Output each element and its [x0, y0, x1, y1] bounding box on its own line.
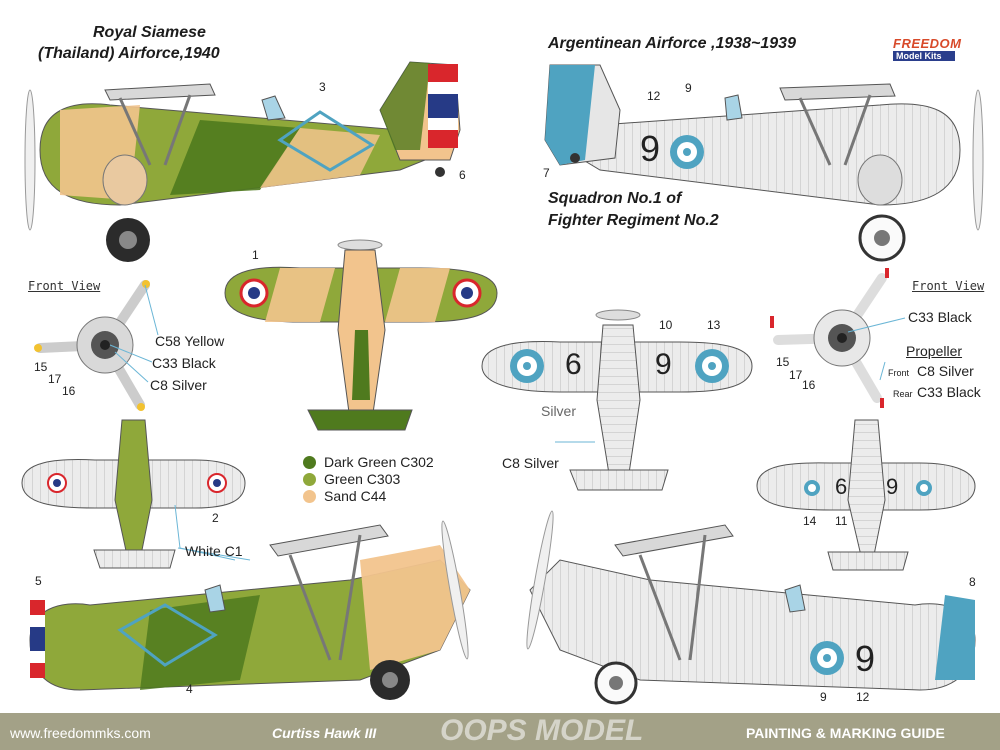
argentine-title: Argentinean Airforce ,1938~1939 — [548, 35, 796, 52]
legend-item-sand: Sand C44 — [303, 488, 386, 504]
propeller-label: Propeller — [906, 343, 963, 359]
marker-number: 11 — [835, 514, 848, 528]
callout-white-c1: White C1 — [185, 543, 243, 559]
aircraft-code-side-2: 9 — [855, 638, 876, 679]
thai-side-view-bottom — [29, 520, 471, 700]
marker-number: 1 — [252, 248, 259, 262]
callout-silver-partial: Silver — [541, 403, 577, 419]
callout-c8-silver: C8 Silver — [150, 377, 207, 393]
front-word: Front — [888, 368, 910, 378]
marker-number: 14 — [803, 514, 817, 528]
thai-title-line1: Royal Siamese — [93, 24, 206, 41]
marker-number: 5 — [35, 574, 42, 588]
logo-subtext: Model Kits — [893, 51, 955, 61]
argentine-front-view — [770, 268, 906, 408]
footer-website[interactable]: www.freedommks.com — [10, 725, 151, 741]
footer-watermark: OOPS MODEL — [440, 714, 644, 747]
rear-word: Rear — [893, 389, 913, 399]
marker-number: 16 — [802, 378, 816, 392]
marker-number: 9 — [820, 690, 827, 704]
footer-bar — [0, 713, 1000, 750]
argentine-side-view-bottom — [526, 510, 976, 705]
marker-number: 17 — [789, 368, 803, 382]
callout-c33-black-right: C33 Black — [908, 309, 972, 325]
aircraft-code-bottom-2: 9 — [886, 474, 899, 499]
callout-c33-black: C33 Black — [152, 355, 216, 371]
legend-item-dark-green: Dark Green C302 — [303, 454, 434, 470]
thai-title-line2: (Thailand) Airforce,1940 — [38, 45, 220, 62]
marker-number: 13 — [707, 318, 721, 332]
argentine-subtitle-line1: Squadron No.1 of — [548, 190, 682, 207]
thai-bottom-view — [21, 419, 246, 569]
marker-number: 8 — [969, 575, 976, 589]
white-callout-line — [177, 547, 251, 561]
front-view-label-left: Front View — [28, 279, 101, 293]
marker-number: 6 — [459, 168, 466, 182]
propeller-rear-color: C33 Black — [917, 384, 981, 400]
legend-item-green: Green C303 — [303, 471, 400, 487]
argentine-side-view-top — [544, 64, 984, 262]
aircraft-code-top-2: 9 — [655, 348, 672, 381]
marker-number: 4 — [186, 682, 193, 696]
marker-number: 15 — [776, 355, 790, 369]
marker-number: 10 — [659, 318, 673, 332]
thai-front-view — [34, 280, 159, 411]
freedom-logo: FREEDOM Model Kits — [893, 36, 962, 63]
marker-number: 12 — [856, 690, 870, 704]
footer-guide-title: PAINTING & MARKING GUIDE — [746, 725, 945, 741]
logo-text: FREEDOM — [893, 36, 962, 51]
aircraft-code-top-1: 6 — [565, 348, 582, 381]
argentine-bottom-view — [756, 419, 976, 571]
argentine-subtitle-line2: Fighter Regiment No.2 — [548, 212, 719, 229]
thai-top-view — [224, 239, 498, 431]
argentine-top-view — [481, 309, 753, 491]
legend-swatch — [303, 455, 316, 469]
marker-number: 17 — [48, 372, 62, 386]
legend-swatch — [303, 472, 316, 486]
propeller-front-color: C8 Silver — [917, 363, 974, 379]
marker-number: 7 — [543, 166, 550, 180]
marker-number: 15 — [34, 360, 48, 374]
thai-side-view-top — [24, 61, 461, 262]
callout-c8-silver-top: C8 Silver — [502, 455, 559, 471]
legend-label: Green C303 — [324, 471, 401, 487]
legend-swatch — [303, 489, 316, 503]
callout-c58-yellow: C58 Yellow — [155, 333, 225, 349]
legend-label: Sand C44 — [324, 488, 387, 504]
footer-model-name: Curtiss Hawk III — [272, 725, 377, 741]
marker-number: 9 — [685, 81, 692, 95]
marker-number: 16 — [62, 384, 76, 398]
marker-number: 2 — [212, 511, 219, 525]
legend-label: Dark Green C302 — [324, 454, 434, 470]
marker-number: 12 — [647, 89, 661, 103]
aircraft-code-side: 9 — [640, 128, 661, 169]
aircraft-code-bottom-1: 6 — [835, 474, 848, 499]
marker-number: 3 — [319, 80, 326, 94]
front-view-label-right: Front View — [912, 279, 985, 293]
